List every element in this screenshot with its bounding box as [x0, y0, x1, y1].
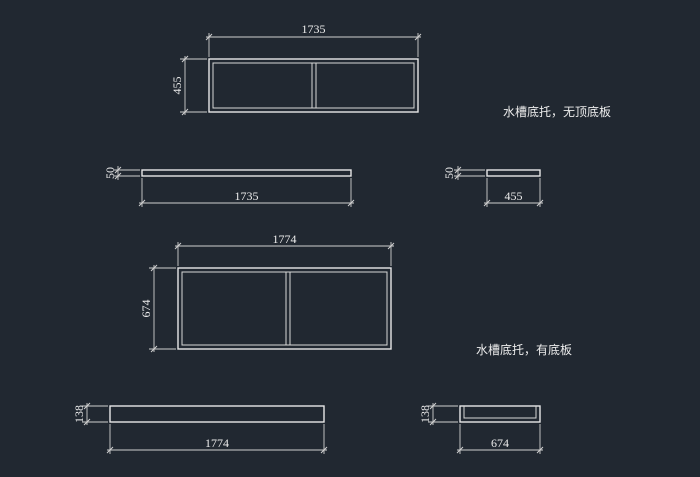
rail-section [109, 405, 325, 423]
dim-label: 455 [170, 77, 184, 95]
end-rail-bottom: 138 674 [418, 402, 544, 454]
frame-inner [212, 62, 415, 109]
rail-section [459, 405, 541, 423]
dim-label: 138 [72, 405, 86, 423]
dim-frame-depth: 455 [170, 55, 207, 116]
frame-plan-with-bottom [177, 267, 392, 350]
note-with-bottom: 水槽底托，有底板 [476, 342, 572, 357]
frame-plan-no-bottom [208, 58, 419, 113]
rail-channel [463, 406, 537, 419]
dim-label: 1774 [205, 436, 229, 450]
note-no-top-bottom: 水槽底托，无顶底板 [503, 104, 611, 119]
dim-label: 1735 [235, 189, 259, 203]
dim-label: 1774 [273, 232, 297, 246]
dim-frame-width: 1735 [205, 22, 422, 57]
dim-label: 138 [418, 405, 432, 423]
side-rail-top: 50 1735 [103, 166, 355, 207]
dim-label: 674 [139, 300, 153, 318]
dim-label: 674 [491, 436, 509, 450]
frame-outer [177, 267, 392, 350]
dim-label: 455 [505, 189, 523, 203]
dim-label: 50 [442, 167, 456, 179]
dim-frame-depth: 674 [139, 264, 176, 353]
dim-label: 50 [103, 167, 117, 179]
frame-inner [181, 271, 388, 346]
dim-label: 1735 [302, 22, 326, 36]
frame-outer [208, 58, 419, 113]
end-rail-top: 50 455 [442, 166, 544, 207]
side-rail-bottom: 138 1774 [72, 402, 328, 454]
dim-frame-width: 1774 [174, 232, 395, 266]
rail-section [141, 169, 352, 177]
rail-section [486, 169, 541, 177]
